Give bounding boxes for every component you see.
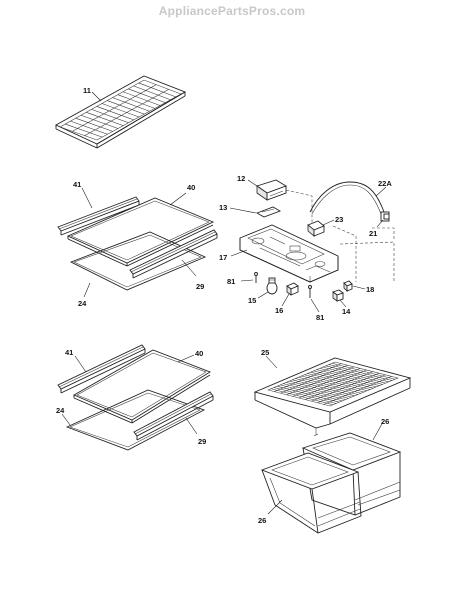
glass-shelf-upper <box>66 197 215 267</box>
callout-26-left: 26 <box>258 516 266 525</box>
callout-41-lower: 41 <box>65 348 73 357</box>
control-knob-bottom <box>332 289 344 302</box>
control-knob-right <box>343 280 353 292</box>
callout-12: 12 <box>237 174 245 183</box>
callout-16: 16 <box>275 306 283 315</box>
callout-25: 25 <box>261 348 269 357</box>
callout-81-bottom: 81 <box>316 313 324 322</box>
callout-29-upper: 29 <box>196 282 204 291</box>
shelf-frame-lower <box>65 389 206 451</box>
switch <box>307 220 325 237</box>
crisper-pan-left <box>260 452 362 534</box>
callout-14: 14 <box>342 307 351 316</box>
callout-18: 18 <box>366 285 374 294</box>
shelf-frame-upper <box>69 231 207 291</box>
control-knob-small <box>286 282 299 296</box>
callout-81-left: 81 <box>227 277 235 286</box>
callout-26-right: 26 <box>381 417 389 426</box>
callout-24-lower: 24 <box>56 406 65 415</box>
callout-40-lower: 40 <box>195 349 203 358</box>
screw-bottom <box>308 285 312 298</box>
gasket <box>255 206 282 218</box>
light-shield <box>255 179 288 201</box>
screw-left <box>254 272 258 283</box>
light-bulb <box>266 277 278 295</box>
callout-24-upper: 24 <box>78 299 87 308</box>
shelf-trim-front-lower <box>133 391 214 441</box>
callout-13: 13 <box>219 203 227 212</box>
callout-22A: 22A <box>378 179 392 188</box>
callout-17: 17 <box>219 253 227 262</box>
callout-15: 15 <box>248 296 256 305</box>
callout-21: 21 <box>369 229 377 238</box>
control-housing <box>239 224 339 283</box>
shelf-trim-front-upper <box>129 229 218 279</box>
callout-29-lower: 29 <box>198 437 206 446</box>
callout-40-upper: 40 <box>187 183 195 192</box>
shelf-trim-rear-upper <box>57 196 140 236</box>
wire-harness <box>309 181 390 222</box>
wire-shelf <box>55 75 187 149</box>
crisper-cover <box>253 357 412 437</box>
callout-23: 23 <box>335 215 343 224</box>
callout-41-upper: 41 <box>73 180 81 189</box>
watermark: AppliancePartsPros.com <box>158 4 306 18</box>
callout-11: 11 <box>83 86 91 95</box>
shelf-trim-rear-lower <box>57 344 146 394</box>
